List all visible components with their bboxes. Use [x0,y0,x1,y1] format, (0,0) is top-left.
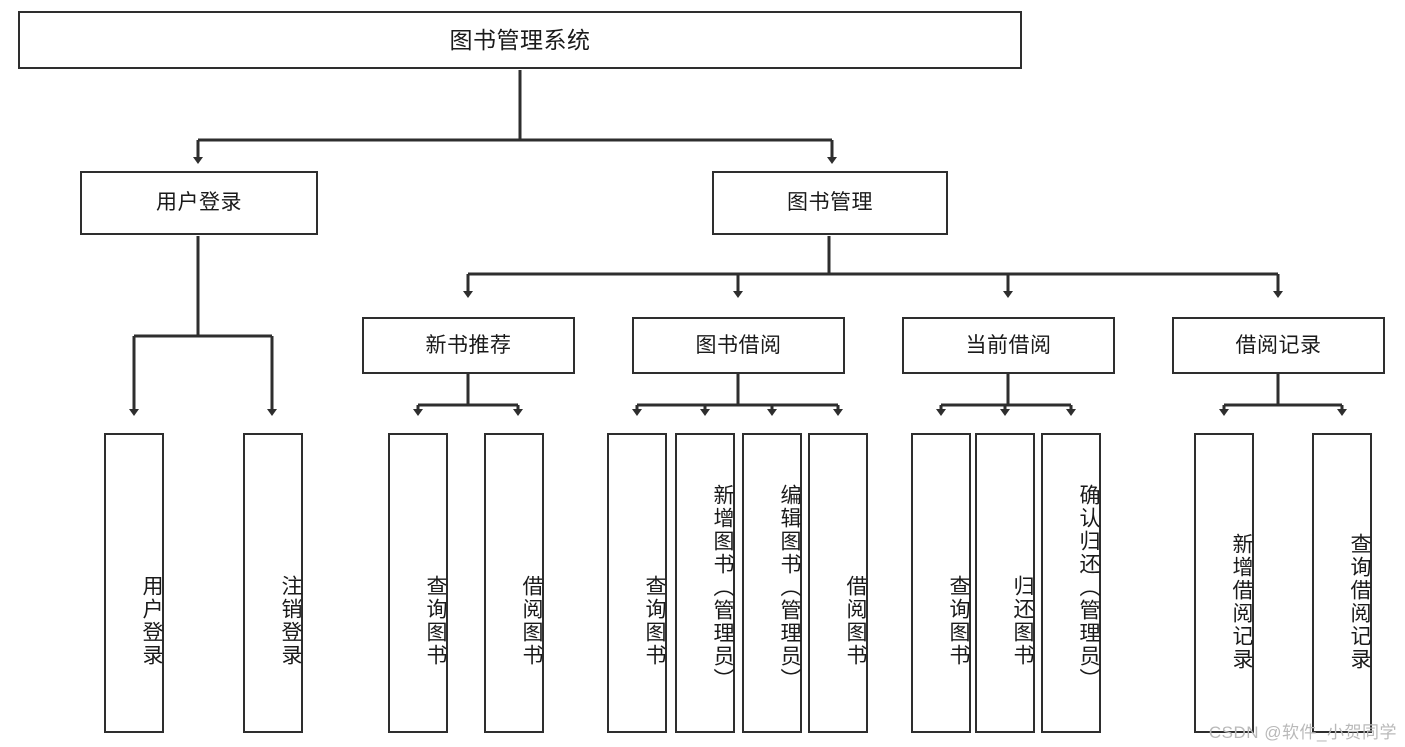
node-user-login[interactable]: 用户登录 [80,171,318,235]
node-leaf-query-book-1[interactable]: 查询图书 [388,433,448,733]
node-label: 借阅图书 [844,575,867,667]
node-label: 借阅记录 [1235,333,1322,357]
watermark-text: CSDN @软件_小贺同学 [1208,723,1397,742]
node-label: 新增图书（管理员） [711,483,734,691]
node-label: 归还图书 [1011,575,1034,667]
node-label: 当前借阅 [965,333,1052,357]
node-leaf-borrow-book-1[interactable]: 借阅图书 [484,433,544,733]
node-label: 查询图书 [947,575,970,667]
node-book-borrow[interactable]: 图书借阅 [632,317,845,374]
node-label: 编辑图书（管理员） [778,483,801,691]
node-leaf-confirm-return[interactable]: 确认归还（管理员） [1041,433,1101,733]
node-label: 图书管理 [787,191,873,215]
node-leaf-edit-book[interactable]: 编辑图书（管理员） [742,433,802,733]
node-book-management-system[interactable]: 图书管理系统 [18,11,1022,69]
node-label: 图书借阅 [695,333,782,357]
node-leaf-query-record[interactable]: 查询借阅记录 [1312,433,1372,733]
node-label: 新增借阅记录 [1230,533,1253,671]
node-leaf-add-record[interactable]: 新增借阅记录 [1194,433,1254,733]
node-current-borrow[interactable]: 当前借阅 [902,317,1115,374]
node-label: 查询借阅记录 [1348,533,1371,671]
node-label: 注销登录 [279,575,302,667]
node-label: 确认归还（管理员） [1077,483,1100,691]
node-label: 用户登录 [156,191,242,215]
node-leaf-borrow-book-2[interactable]: 借阅图书 [808,433,868,733]
node-leaf-user-login[interactable]: 用户登录 [104,433,164,733]
node-label: 借阅图书 [520,575,543,667]
node-book-management[interactable]: 图书管理 [712,171,948,235]
node-leaf-query-book-3[interactable]: 查询图书 [911,433,971,733]
node-label: 查询图书 [424,575,447,667]
node-leaf-user-logout[interactable]: 注销登录 [243,433,303,733]
node-leaf-query-book-2[interactable]: 查询图书 [607,433,667,733]
node-leaf-return-book[interactable]: 归还图书 [975,433,1035,733]
node-new-book-recommend[interactable]: 新书推荐 [362,317,575,374]
node-label: 查询图书 [643,575,666,667]
node-label: 新书推荐 [425,333,512,357]
node-borrow-record[interactable]: 借阅记录 [1172,317,1385,374]
node-label: 图书管理系统 [449,26,591,53]
node-leaf-add-book[interactable]: 新增图书（管理员） [675,433,735,733]
node-label: 用户登录 [140,575,163,667]
